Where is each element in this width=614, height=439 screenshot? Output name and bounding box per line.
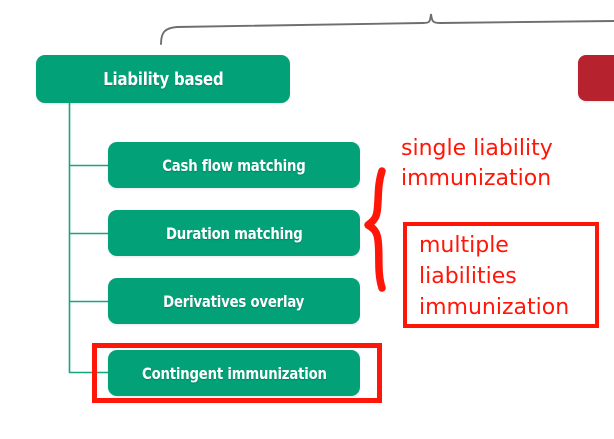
node-duration-matching[interactable]: Duration matching	[108, 210, 360, 256]
node-duration-matching-label: Duration matching	[165, 223, 303, 243]
node-liability-based[interactable]: Liability based	[36, 55, 290, 103]
node-cash-flow-matching[interactable]: Cash flow matching	[108, 142, 360, 188]
annotation-multiple-liabilities-text: multiple liabilities immunization	[419, 233, 570, 320]
annotation-highlight-rectangle	[92, 343, 382, 403]
annotation-curly-brace-icon	[364, 167, 386, 292]
node-red-partial[interactable]	[578, 55, 614, 101]
annotation-multiple-liabilities-box: multiple liabilities immunization	[403, 222, 599, 328]
node-derivatives-overlay-label: Derivatives overlay	[163, 291, 305, 311]
node-liability-based-label: Liability based	[102, 68, 224, 90]
top-curly-brace-icon	[160, 13, 614, 45]
node-contingent-immunization-label: Contingent immunization	[141, 363, 327, 383]
node-cash-flow-matching-label: Cash flow matching	[162, 155, 306, 175]
node-contingent-immunization[interactable]: Contingent immunization	[108, 350, 360, 396]
annotation-single-liability-text: single liability immunization	[401, 136, 553, 191]
node-derivatives-overlay[interactable]: Derivatives overlay	[108, 278, 360, 324]
